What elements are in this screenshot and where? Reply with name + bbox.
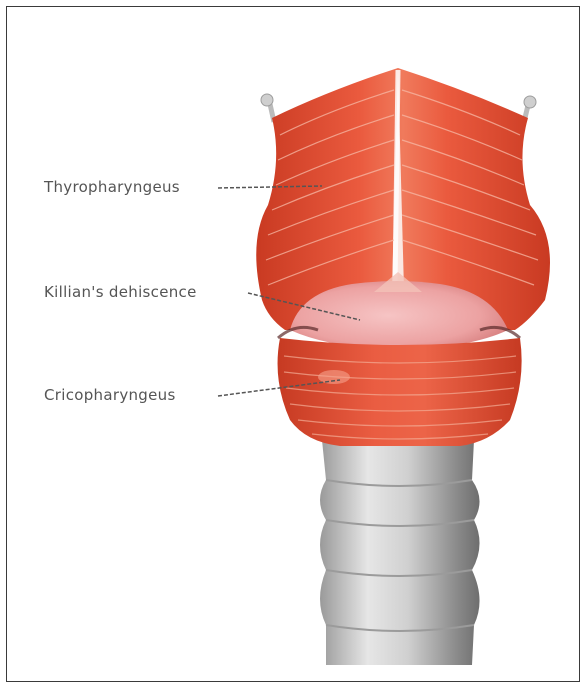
thyropharyngeus-label: Thyropharyngeus	[44, 178, 180, 196]
killians-dehiscence-label: Killian's dehiscence	[44, 283, 197, 301]
cricopharyngeus-muscle	[278, 338, 522, 446]
trachea-tube	[320, 440, 480, 665]
cricopharyngeus-label: Cricopharyngeus	[44, 386, 176, 404]
